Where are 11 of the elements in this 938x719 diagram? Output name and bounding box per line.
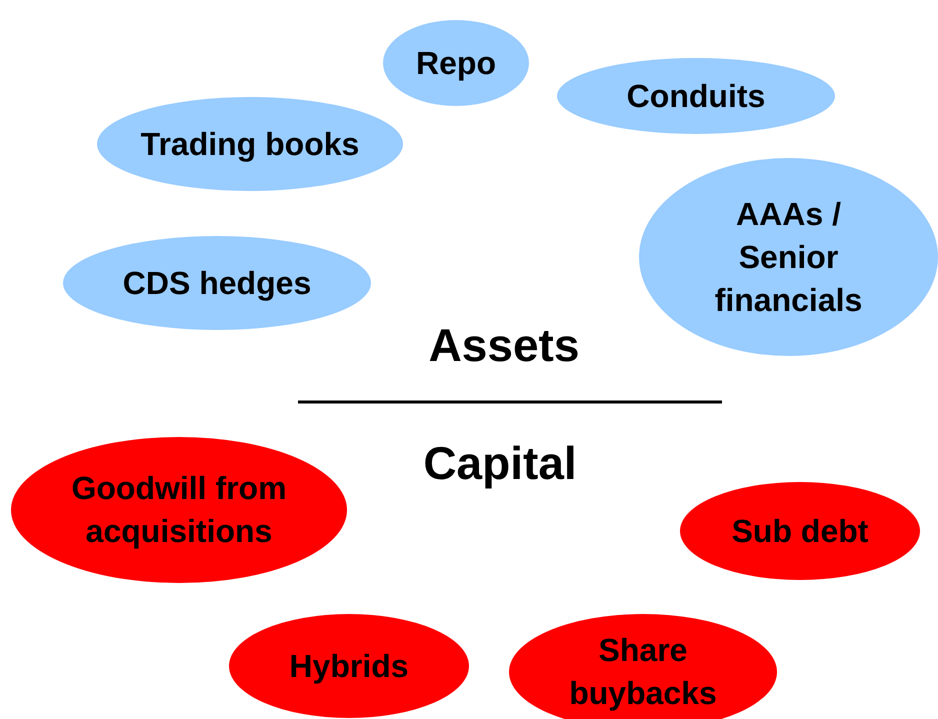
ellipse-node: Conduits — [557, 58, 835, 134]
ellipse-node: CDS hedges — [63, 236, 371, 330]
ellipse-node: AAAs / Senior financials — [639, 158, 938, 356]
heading-label: Capital — [423, 436, 577, 490]
ellipse-node: Goodwill from acquisitions — [11, 437, 347, 583]
heading-label: Assets — [428, 318, 580, 372]
ellipse-node: Hybrids — [229, 614, 469, 718]
ellipse-node: Sub debt — [680, 482, 920, 580]
ellipse-node: Trading books — [97, 97, 403, 191]
ellipse-node: Repo — [383, 20, 529, 106]
ellipse-node: Share buybacks — [509, 614, 777, 719]
